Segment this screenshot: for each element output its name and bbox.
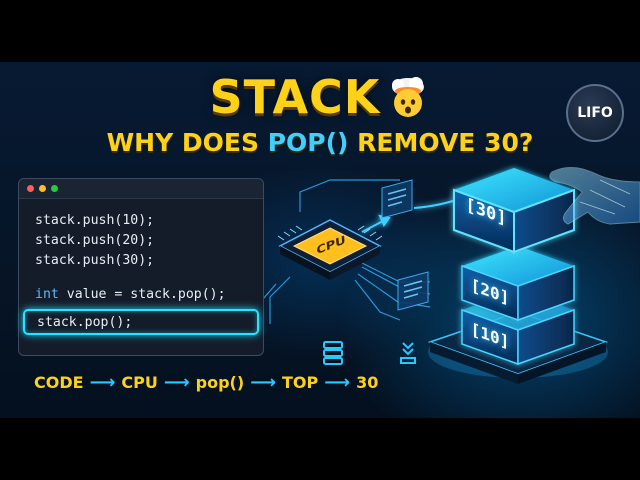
code-line: stack.push(20); [35, 233, 155, 248]
flow-step: 30 [356, 373, 379, 392]
exploding-head-icon [392, 77, 425, 117]
arrow-right-icon: ⟶ [89, 372, 116, 393]
close-dot [27, 185, 34, 192]
subtitle: WHY DOES POP() REMOVE 30? [106, 128, 534, 157]
database-icon [323, 341, 343, 365]
cpu-chip-icon [277, 219, 383, 280]
letterbox-bottom [0, 418, 640, 480]
code-line-highlighted: stack.pop(); [23, 309, 259, 335]
lifo-badge: LIFO [566, 84, 624, 142]
code-block: stack.push(10); stack.push(20); stack.pu… [23, 211, 259, 335]
scene-graphics [255, 167, 640, 384]
flow-row: CODE ⟶ CPU ⟶ pop() ⟶ TOP ⟶ 30 [34, 372, 378, 393]
flow-step: CPU [121, 373, 158, 392]
arrow-right-icon: ⟶ [250, 372, 276, 393]
letterbox-top [0, 0, 640, 62]
stack-block-20 [461, 246, 575, 322]
minimize-dot [39, 185, 46, 192]
data-panel-bottom [397, 271, 429, 311]
stack-block-30 [453, 168, 575, 254]
code-line: stack.push(10); [35, 213, 155, 228]
maximize-dot [51, 185, 58, 192]
flow-arrows [361, 190, 468, 233]
window-dots-icon [19, 179, 263, 199]
code-line: int value = stack.pop(); [35, 287, 226, 302]
robot-hand-icon [549, 167, 640, 225]
page-title: STACK [0, 70, 640, 124]
subtitle-highlight: POP() [267, 128, 349, 157]
data-panel-top [381, 179, 413, 219]
flow-step: pop() [195, 373, 245, 392]
arrow-right-icon: ⟶ [324, 372, 351, 393]
code-line: stack.push(30); [35, 253, 155, 268]
flow-step: CODE [34, 373, 84, 392]
thumbnail-stage: [30] [20] [10] CPU STACK WHY DOES POP() … [0, 62, 640, 418]
flow-step: TOP [282, 373, 319, 392]
arrow-right-icon: ⟶ [163, 372, 190, 393]
code-window: stack.push(10); stack.push(20); stack.pu… [18, 178, 264, 356]
download-icon [400, 342, 416, 364]
